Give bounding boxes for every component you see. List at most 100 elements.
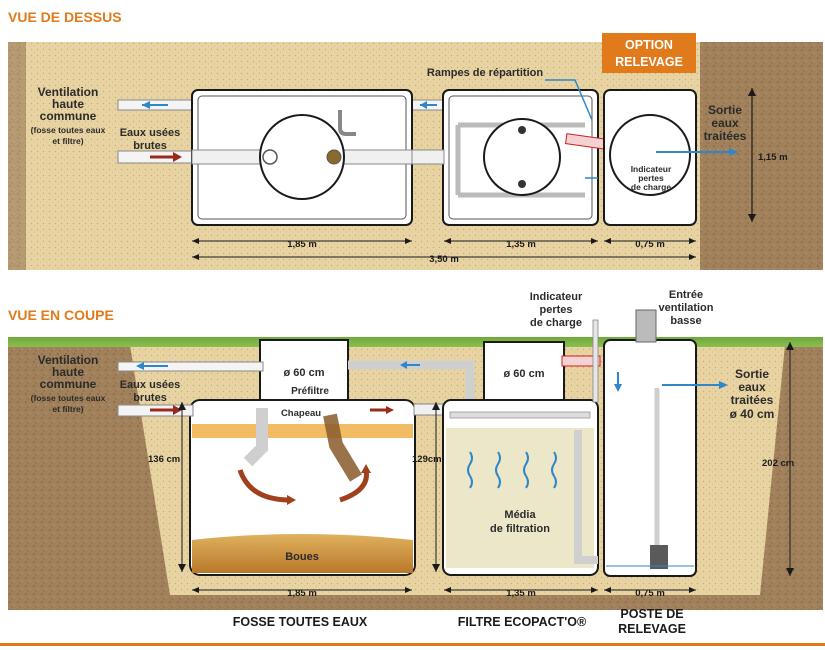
section-fosse-flow-arrow-2 (339, 469, 369, 503)
top-height-dim-label: 1,15 m (758, 152, 788, 163)
section-indicator-tube (592, 319, 599, 403)
top-dim-350: 3,50 m (429, 254, 459, 265)
top-rampes-label: Rampes de répartition (427, 67, 543, 79)
section-vent-label-5: et filtre) (52, 404, 83, 414)
section-fosse-outlet-arrowhead (386, 406, 394, 414)
option-badge-line2: RELEVAGE (615, 55, 683, 69)
top-filter-manhole (483, 118, 561, 196)
top-vent-arrowhead (142, 101, 150, 109)
section-fosse-tank (189, 399, 416, 576)
section-boues-label: Boues (285, 551, 319, 563)
top-fosse-manhole (259, 114, 345, 200)
section-dim-185: 1,85 m (287, 588, 317, 599)
section-vent-label-1: Ventilation (38, 353, 99, 367)
section-filter-riser (483, 341, 565, 405)
section-inlet-label-1: Eaux usées (120, 379, 181, 391)
top-vent-arrowhead-right (420, 101, 427, 109)
section-h202-label: 202 cm (762, 458, 794, 469)
top-dim-135: 1,35 m (506, 239, 536, 250)
top-vent-label-5: et filtre) (52, 136, 83, 146)
section-indic-label-3: de charge (530, 317, 582, 329)
option-badge-line1: OPTION (625, 38, 673, 52)
section-vent-pipe-link (348, 360, 475, 400)
top-indic-label-1: Indicateur (631, 164, 672, 174)
top-link-pipe (411, 149, 445, 165)
section-width-dim-arrows (192, 587, 696, 593)
top-vent-label-2: haute (52, 97, 84, 111)
section-filter-ramp (449, 411, 591, 419)
section-indic-label-2: pertes (539, 304, 572, 316)
section-filter-flow-waves (467, 451, 557, 489)
top-filter-nozzle-2 (518, 180, 526, 188)
caption-poste-line2: RELEVAGE (618, 622, 686, 636)
top-sortie-label-1: Sortie (708, 103, 742, 117)
top-fosse-outlet-tee (326, 149, 342, 165)
top-pump-manhole (609, 114, 691, 196)
section-dim-075: 0,75 m (635, 588, 665, 599)
section-inlet-label-2: brutes (133, 392, 167, 404)
top-vent-label-4: (fosse toutes eaux (31, 125, 106, 135)
top-fosse-vent-elbow (338, 110, 356, 136)
top-width-dim-lines (192, 240, 696, 258)
section-grass (8, 337, 823, 347)
section-fosse-sludge (192, 534, 413, 573)
section-media-label-2: de filtration (490, 523, 550, 535)
section-sortie-label-3: traitées (731, 393, 774, 407)
section-diam1-label: ø 60 cm (284, 367, 325, 379)
section-diam2-label: ø 60 cm (504, 368, 545, 380)
section-sortie-label-2: eaux (738, 380, 766, 394)
section-view-title: VUE EN COUPE (8, 307, 114, 323)
top-inlet-arrowhead (173, 152, 182, 162)
section-chapeau-label: Chapeau (281, 408, 321, 419)
section-fosse-scum (192, 424, 413, 438)
section-outlet-pipe-red (561, 355, 601, 367)
section-sortie-label-4: ø 40 cm (730, 407, 775, 421)
section-h129-label: 129cm (412, 454, 442, 465)
section-fosse-riser (259, 339, 349, 403)
top-vent-label-3: commune (40, 109, 97, 123)
top-outlet-arrowhead (729, 148, 738, 156)
top-dim-075: 0,75 m (635, 239, 665, 250)
section-fosse-inlet-tee (243, 408, 268, 467)
section-vent-arrowhead (136, 362, 144, 370)
section-filter-media (446, 428, 594, 568)
section-filter-collector (574, 430, 598, 564)
top-rampes-pointer (545, 79, 593, 121)
section-indic-label-1: Indicateur (530, 291, 583, 303)
section-outlet-arrowhead (719, 381, 728, 389)
section-entree-label-1: Entrée (669, 289, 703, 301)
caption-filtre: FILTRE ECOPACT'O® (458, 615, 587, 629)
section-vent-arrowhead-mid (400, 361, 407, 369)
top-filter-inner (448, 95, 593, 220)
section-entree-label-2: ventilation (658, 302, 713, 314)
top-filter-nozzle-1 (518, 126, 526, 134)
section-sortie-label-1: Sortie (735, 367, 769, 381)
section-inlet-arrowhead (173, 405, 182, 415)
top-sortie-label-2: eaux (711, 116, 739, 130)
section-vent-label-3: commune (40, 377, 97, 391)
section-vent-label-2: haute (52, 365, 84, 379)
top-view-title: VUE DE DESSUS (8, 9, 122, 25)
caption-poste-line1: POSTE DE (620, 607, 683, 621)
top-inlet-label-2: brutes (133, 140, 167, 152)
caption-fosse: FOSSE TOUTES EAUX (233, 615, 368, 629)
top-indic-label-2: pertes (638, 173, 664, 183)
section-pump-inflow-arrowhead (614, 384, 622, 392)
section-fosse-flow-arrow-1 (237, 469, 291, 503)
top-vent-label-1: Ventilation (38, 85, 99, 99)
section-fosse-flow-arrowhead-1 (287, 495, 296, 505)
section-media-label-1: Média (504, 509, 536, 521)
section-vent-pipe-left (117, 361, 264, 372)
top-indic-label-3: de charge (631, 182, 671, 192)
section-vent-label-4: (fosse toutes eaux (31, 393, 106, 403)
top-soil-left (8, 42, 26, 270)
section-prefiltre-label: Préfiltre (291, 386, 329, 397)
top-fosse-inlet-tee (262, 149, 278, 165)
section-fosse-prefilter (323, 413, 362, 482)
section-entree-label-3: basse (670, 315, 701, 327)
option-badge (602, 33, 696, 73)
section-fosse-flow-arrowhead-2 (361, 464, 371, 473)
top-inlet-label-1: Eaux usées (120, 127, 181, 139)
